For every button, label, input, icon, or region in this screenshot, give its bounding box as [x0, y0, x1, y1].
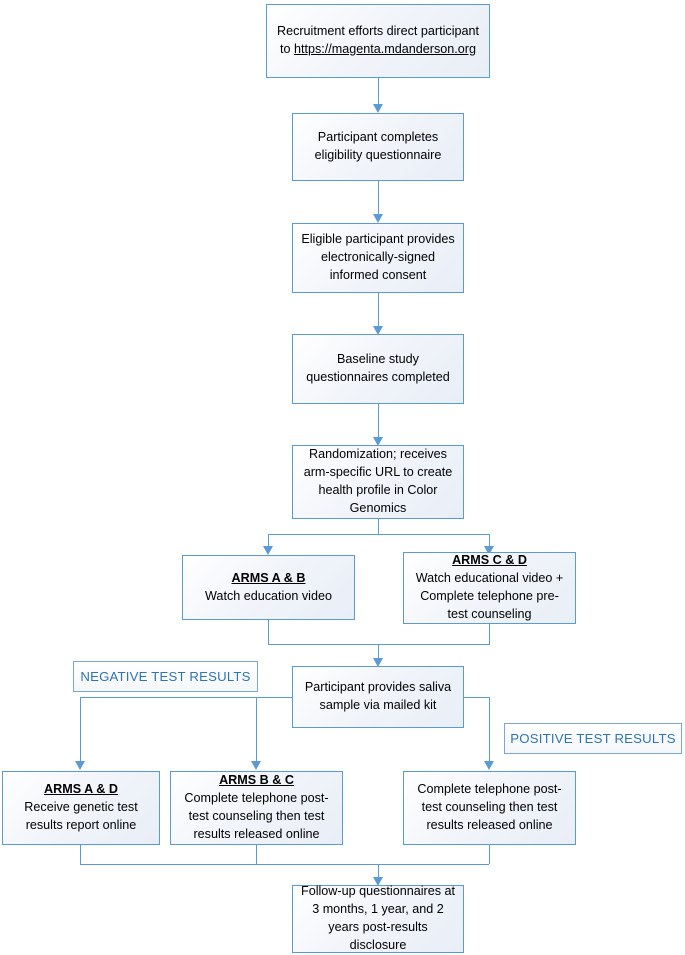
node-followup-questionnaires: Follow-up questionnaires at 3 months, 1 …: [292, 884, 464, 953]
node-eligibility-questionnaire: Participant completes eligibility questi…: [292, 113, 464, 181]
connector-split-left-drop: [268, 534, 269, 546]
connector-arms-ad-bottom-stem: [80, 845, 81, 864]
arrow-baseline-randomization: [373, 437, 383, 446]
connector-randomization-split-bar: [268, 534, 490, 535]
arrow-to-followup: [373, 877, 383, 886]
node-arms-c-d: ARMS C & D Watch educational video + Com…: [403, 552, 576, 624]
label-positive-text: POSITIVE TEST RESULTS: [510, 731, 676, 746]
node-positive-counseling-text: Complete telephone post-test counseling …: [417, 782, 562, 832]
node-saliva-sample: Participant provides saliva sample via m…: [292, 666, 464, 728]
node-arms-a-b-text: Watch education video: [205, 588, 332, 603]
node-consent-text: Eligible participant provides electronic…: [301, 232, 455, 282]
connector-eligibility-consent: [378, 181, 379, 214]
connector-recruitment-eligibility: [378, 78, 379, 104]
node-recruitment: Recruitment efforts direct participant t…: [266, 4, 490, 78]
arrow-consent-baseline: [373, 326, 383, 335]
connector-arms-merge-drop: [378, 644, 379, 658]
recruitment-url-link[interactable]: https://magenta.mdanderson.org: [293, 42, 477, 56]
node-randomization: Randomization; receives arm-specific URL…: [292, 445, 464, 519]
node-arms-a-b-title: ARMS A & B: [231, 570, 306, 585]
node-recruitment-prefix: to: [279, 42, 294, 56]
connector-consent-baseline: [378, 293, 379, 326]
label-negative-text: NEGATIVE TEST RESULTS: [80, 669, 251, 684]
node-arms-a-d-title: ARMS A & D: [44, 782, 118, 797]
connector-arms-merge-bar: [268, 644, 490, 645]
node-arms-a-d: ARMS A & D Receive genetic test results …: [2, 771, 160, 845]
arrow-merge-to-saliva: [373, 658, 383, 667]
connector-randomization-split-stem: [378, 519, 379, 534]
node-arms-b-c-title: ARMS B & C: [219, 773, 294, 788]
node-arms-a-b: ARMS A & B Watch education video: [182, 555, 355, 620]
node-baseline-questionnaires: Baseline study questionnaires completed: [292, 334, 464, 404]
connector-positive-to-counseling: [489, 697, 490, 761]
node-arms-b-c: ARMS B & C Complete telephone post-test …: [170, 771, 343, 845]
node-followup-text: Follow-up questionnaires at 3 months, 1 …: [301, 884, 456, 952]
connector-bottom-merge-drop: [378, 864, 379, 877]
node-positive-post-test-counseling: Complete telephone post-test counseling …: [403, 771, 576, 845]
label-negative-test-results: NEGATIVE TEST RESULTS: [73, 661, 258, 692]
node-arms-b-c-text: Complete telephone post-test counseling …: [184, 791, 329, 841]
connector-arms-ab-merge-stem: [268, 620, 269, 644]
connector-positive-bottom-stem: [489, 845, 490, 864]
connector-negative-to-arms-bc: [256, 697, 257, 761]
arrow-split-to-arms-cd: [484, 546, 494, 555]
arrow-recruitment-eligibility: [373, 104, 383, 113]
node-recruitment-line1: Recruitment efforts direct participant: [276, 24, 480, 39]
arrow-to-arms-a-d: [75, 761, 85, 770]
connector-saliva-right-bar: [464, 697, 489, 698]
node-arms-c-d-title: ARMS C & D: [452, 553, 527, 568]
connector-arms-cd-merge-stem: [489, 624, 490, 644]
connector-saliva-left-bar: [80, 697, 292, 698]
label-positive-test-results: POSITIVE TEST RESULTS: [504, 723, 682, 754]
node-eligibility-text: Participant completes eligibility questi…: [314, 130, 442, 162]
arrow-eligibility-consent: [373, 214, 383, 223]
node-baseline-text: Baseline study questionnaires completed: [306, 352, 450, 384]
node-informed-consent: Eligible participant provides electronic…: [292, 223, 464, 293]
connector-negative-to-arms-ad: [80, 697, 81, 761]
connector-baseline-randomization: [378, 404, 379, 437]
node-arms-c-d-text: Watch educational video + Complete telep…: [415, 571, 564, 621]
arrow-split-to-arms-ab: [263, 546, 273, 555]
node-randomization-text: Randomization; receives arm-specific URL…: [303, 447, 453, 515]
connector-split-right-drop: [489, 534, 490, 546]
arrow-to-arms-b-c: [251, 761, 261, 770]
connector-bottom-merge-bar: [80, 864, 489, 865]
node-arms-a-d-text: Receive genetic test results report onli…: [24, 800, 138, 832]
arrow-to-positive-counseling: [484, 761, 494, 770]
connector-arms-bc-bottom-stem: [256, 845, 257, 864]
node-recruitment-line2: to https://magenta.mdanderson.org: [280, 41, 476, 59]
node-saliva-text: Participant provides saliva sample via m…: [304, 680, 452, 712]
